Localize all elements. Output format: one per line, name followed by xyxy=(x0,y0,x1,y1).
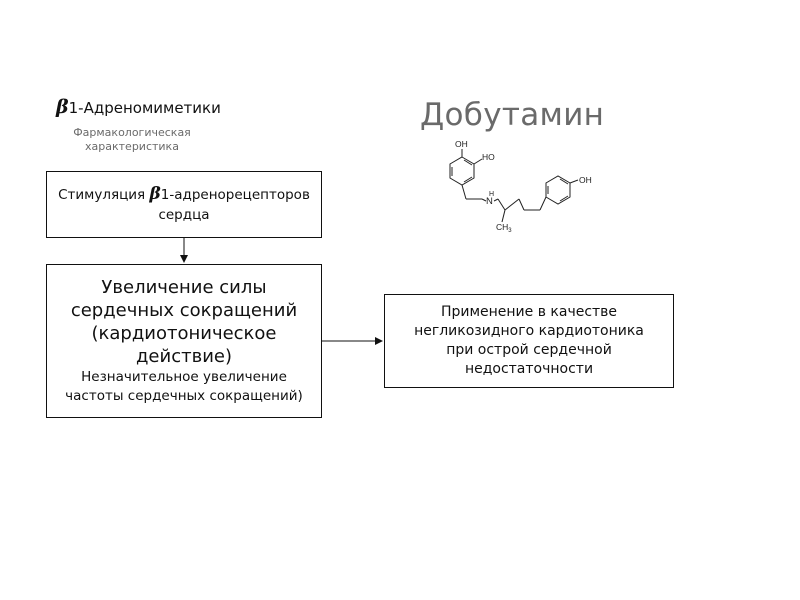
amine-hydrogen-label: H xyxy=(489,191,494,198)
hydroxyl-label: OH xyxy=(455,139,468,149)
phenol-ring xyxy=(545,175,571,205)
section-title: β1-Адреномиметики xyxy=(56,96,316,118)
mechanism-target: 1-адренорецепторов xyxy=(160,187,310,203)
section-subtitle: Фармакологическая характеристика xyxy=(52,126,212,154)
drug-name: Добутамин xyxy=(420,97,605,133)
section-title-text: 1-Адреномиметики xyxy=(68,99,221,117)
mechanism-line2: сердца xyxy=(158,207,210,223)
section-subtitle-line: характеристика xyxy=(85,140,179,153)
effect-line: Увеличение силы xyxy=(101,277,267,298)
use-line: негликозидного кардиотоника xyxy=(414,323,644,339)
methyl-subscript: 3 xyxy=(508,228,512,234)
use-line: недостаточности xyxy=(464,361,594,377)
methyl-label: CH3 xyxy=(496,222,512,234)
use-line: при острой сердечной xyxy=(446,342,612,358)
beta-symbol: β xyxy=(149,184,161,204)
effect-line: (кардиотоническое xyxy=(91,323,277,344)
effect-minor-line: частоты сердечных сокращений) xyxy=(65,388,303,404)
dobutamine-structure xyxy=(449,149,579,223)
use-line: Применение в качестве xyxy=(440,304,618,320)
hydroxyl-label: HO xyxy=(482,152,495,162)
nitrogen-label: N xyxy=(486,196,493,207)
mechanism-box: Стимуляция β1-адренорецепторов сердца xyxy=(46,171,322,238)
effect-line: действие) xyxy=(135,346,232,367)
catechol-ring xyxy=(449,156,475,186)
clinical-use-box: Применение в качестве негликозидного кар… xyxy=(384,294,674,388)
effect-minor-line: Незначительное увеличение xyxy=(81,369,287,385)
mechanism-prefix: Стимуляция xyxy=(58,187,150,203)
effect-box: Увеличение силы сердечных сокращений (ка… xyxy=(46,264,322,418)
mechanism-line: Стимуляция β1-адренорецепторов xyxy=(58,184,310,205)
effect-line: сердечных сокращений xyxy=(70,300,298,321)
beta-symbol: β xyxy=(56,96,69,118)
section-subtitle-line: Фармакологическая xyxy=(73,126,191,139)
hydroxyl-label: OH xyxy=(579,175,592,185)
